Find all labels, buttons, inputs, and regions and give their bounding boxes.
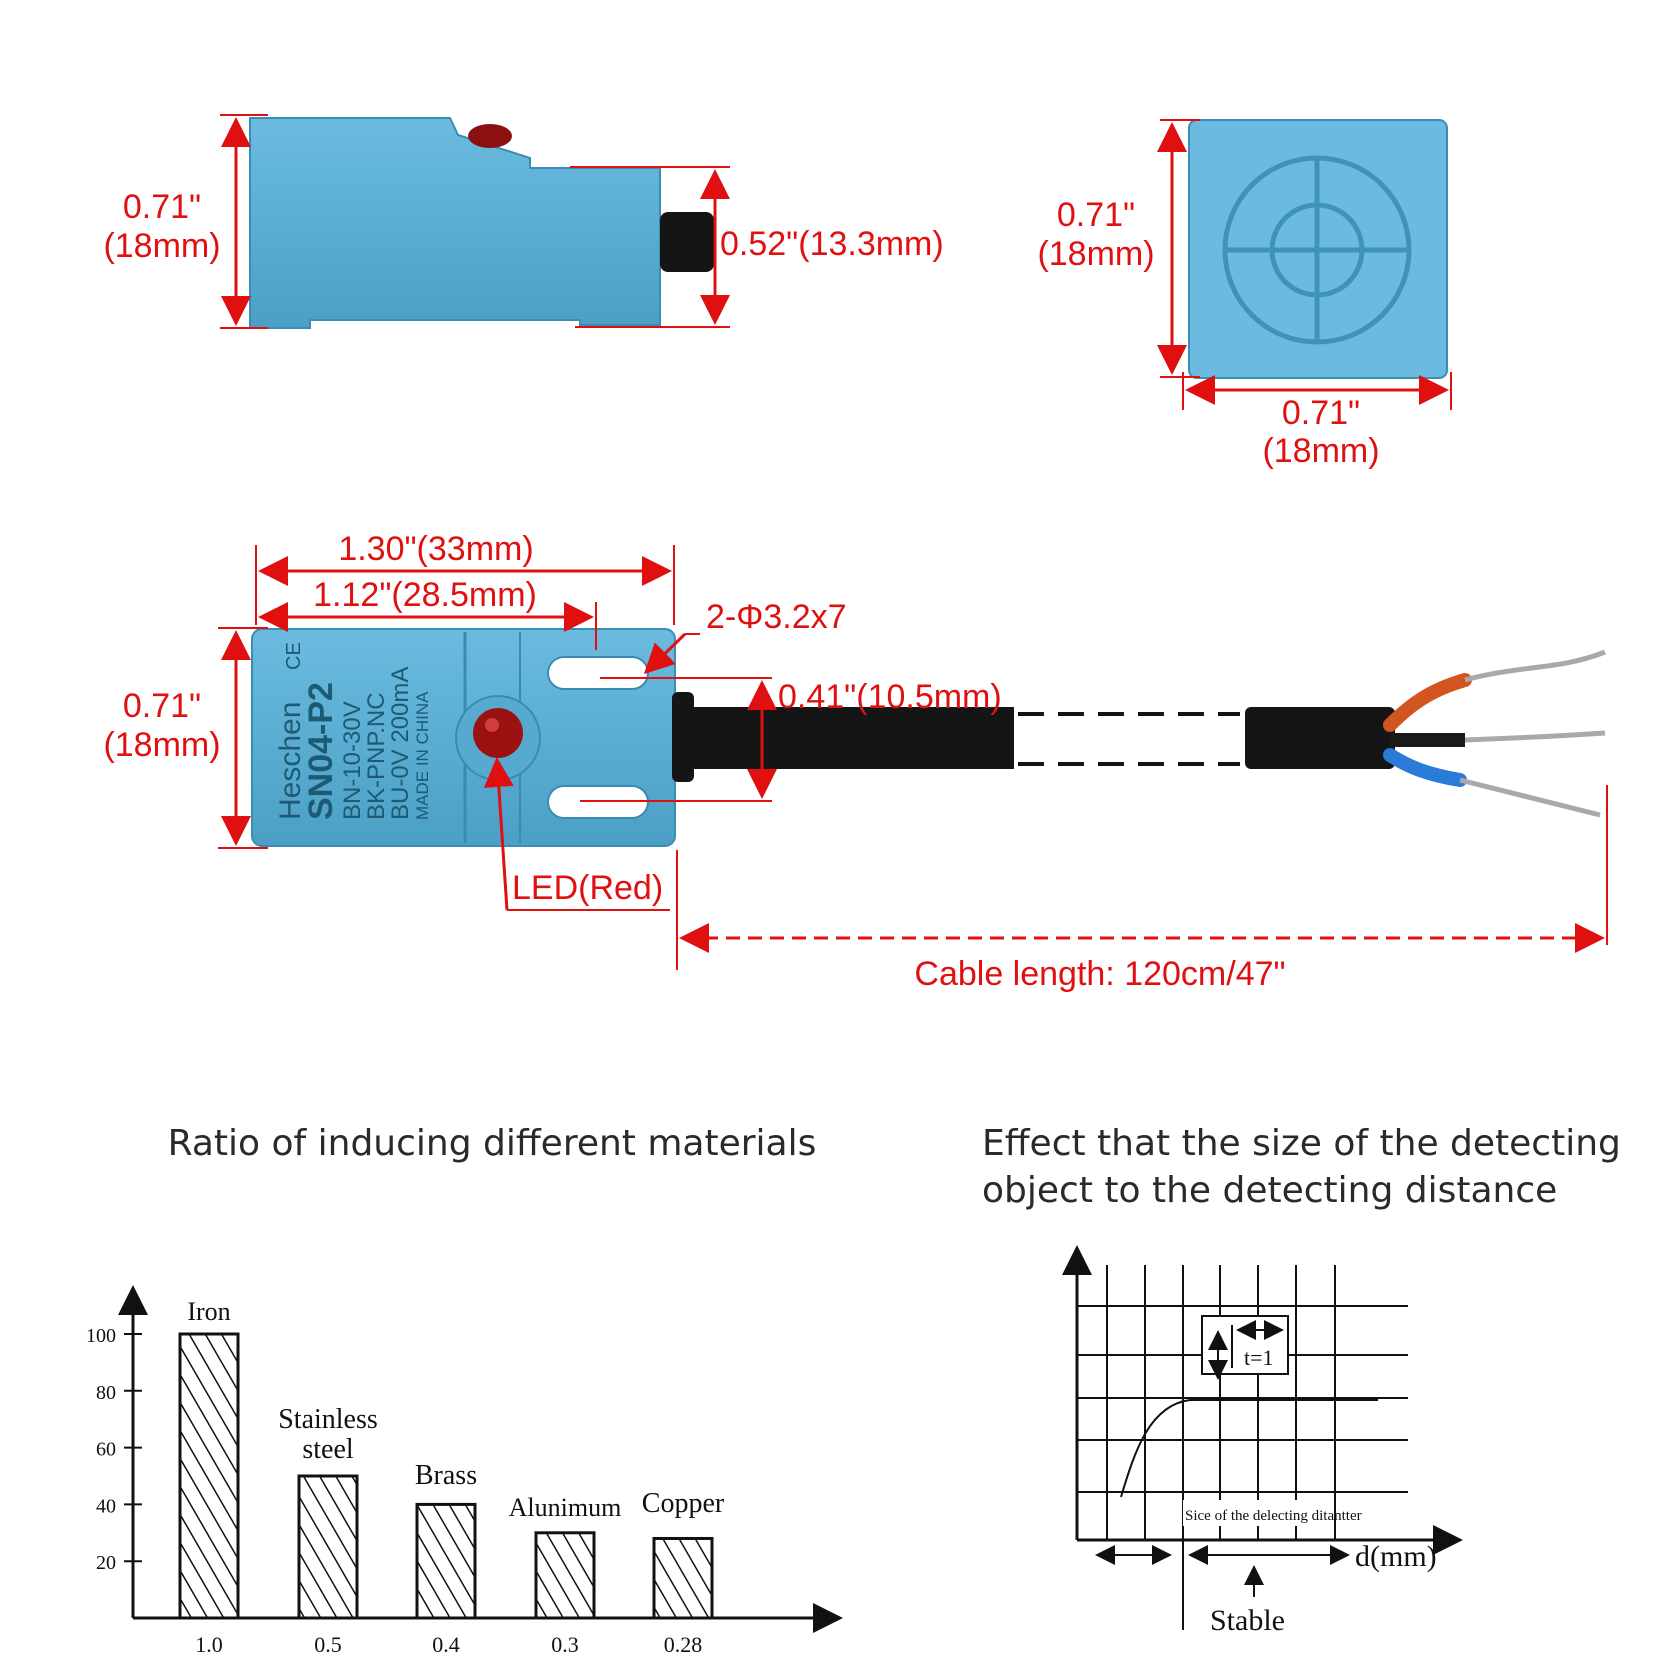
bar-label-iron: Iron: [187, 1297, 230, 1326]
sensor-print: Heschen CE SN04-P2 BN-10-30V BK-PNP.NC B…: [274, 642, 432, 820]
bar-label-aluminum: Alunimum: [509, 1493, 622, 1522]
ratio-label: 0.5: [314, 1632, 342, 1657]
holes-label: 2-Φ3.2x7: [706, 598, 847, 636]
sensor-line3: BU-0V 200mA: [387, 667, 414, 820]
material-chart: Ratio of inducing different materials 20…: [86, 1123, 843, 1657]
ratio-label: 0.28: [664, 1632, 703, 1657]
cable-segment-far: [1245, 707, 1395, 769]
sensor-brand: Heschen: [274, 702, 307, 820]
cable-length-label: Cable length: 120cm/47": [914, 955, 1285, 993]
side-view-led: [468, 124, 512, 148]
stable-label: Stable: [1210, 1604, 1285, 1637]
t1-box-label: t=1: [1244, 1345, 1274, 1370]
y-tick-label: 80: [96, 1382, 116, 1404]
wire-brown: [1383, 673, 1472, 732]
side-view: 0.71" (18mm) 0.52"(13.3mm): [103, 114, 944, 329]
bar-stainless-steel: [297, 1474, 359, 1620]
distance-chart-title-line1: Effect that the size of the detecting: [982, 1123, 1621, 1164]
detection-curve: [1120, 1399, 1378, 1498]
bar-alunimum: [534, 1531, 596, 1620]
wire-blue: [1383, 748, 1467, 787]
bar-copper: [652, 1536, 714, 1620]
face-width-mm-label: (18mm): [1262, 432, 1379, 470]
y-tick-label: 100: [86, 1325, 116, 1347]
bar-label-copper: Copper: [642, 1488, 725, 1519]
sensor-line4: MADE IN CHINA: [413, 691, 432, 820]
material-chart-y-ticks: 20 40 60 80 100: [86, 1325, 142, 1574]
bar-brass: [415, 1502, 477, 1620]
cable-segment-near: [690, 707, 1014, 769]
material-chart-bars: [178, 1332, 714, 1620]
bar-label-brass: Brass: [415, 1460, 477, 1491]
face-height-mm-label: (18mm): [1037, 235, 1154, 273]
side-connector-label: 0.52"(13.3mm): [720, 225, 944, 263]
distance-chart: Effect that the size of the detecting ob…: [982, 1123, 1621, 1637]
bar-label-steel: steel: [302, 1434, 354, 1465]
cable-dia-label: 0.41"(10.5mm): [778, 678, 1002, 716]
material-chart-title: Ratio of inducing different materials: [168, 1123, 817, 1164]
distance-chart-grid: [1077, 1265, 1408, 1540]
top-height-mm-label: (18mm): [103, 726, 220, 764]
bar-label-stainless: Stainless: [278, 1404, 378, 1435]
top-view: Heschen CE SN04-P2 BN-10-30V BK-PNP.NC B…: [103, 530, 1608, 993]
ratio-label: 0.4: [432, 1632, 460, 1657]
face-width-label: 0.71": [1282, 394, 1360, 432]
led-label: LED(Red): [512, 869, 663, 907]
ratio-label: 1.0: [195, 1632, 223, 1657]
side-height-label: 0.71": [123, 188, 201, 226]
top-hole-spacing-label: 1.12"(28.5mm): [313, 576, 537, 614]
face-view: 0.71" (18mm) 0.71" (18mm): [1037, 119, 1452, 470]
top-length-label: 1.30"(33mm): [338, 530, 533, 568]
sensor-ce-mark: CE: [283, 642, 305, 670]
led-red-icon: [473, 708, 523, 758]
mounting-hole-top: [547, 656, 649, 690]
side-height-mm-label: (18mm): [103, 227, 220, 265]
distance-chart-title-line2: object to the detecting distance: [982, 1170, 1557, 1211]
ratio-label: 0.3: [551, 1632, 579, 1657]
face-height-label: 0.71": [1057, 196, 1135, 234]
bar-iron: [178, 1332, 240, 1620]
y-tick-label: 20: [96, 1552, 116, 1574]
cable-gland: [672, 692, 694, 782]
sensor-model: SN04-P2: [302, 682, 340, 820]
curve-label: Sice of the delecting ditantter: [1185, 1508, 1362, 1524]
y-tick-label: 60: [96, 1439, 116, 1461]
material-chart-ratio-labels: 1.0 0.5 0.4 0.3 0.28: [195, 1632, 702, 1657]
top-height-label: 0.71": [123, 687, 201, 725]
y-tick-label: 40: [96, 1495, 116, 1517]
side-view-connector: [660, 212, 714, 272]
sensor-line1: BN-10-30V: [339, 701, 366, 820]
side-view-body: [249, 117, 661, 329]
sensor-line2: BK-PNP.NC: [363, 692, 390, 820]
x-axis-label: d(mm): [1355, 1540, 1437, 1573]
